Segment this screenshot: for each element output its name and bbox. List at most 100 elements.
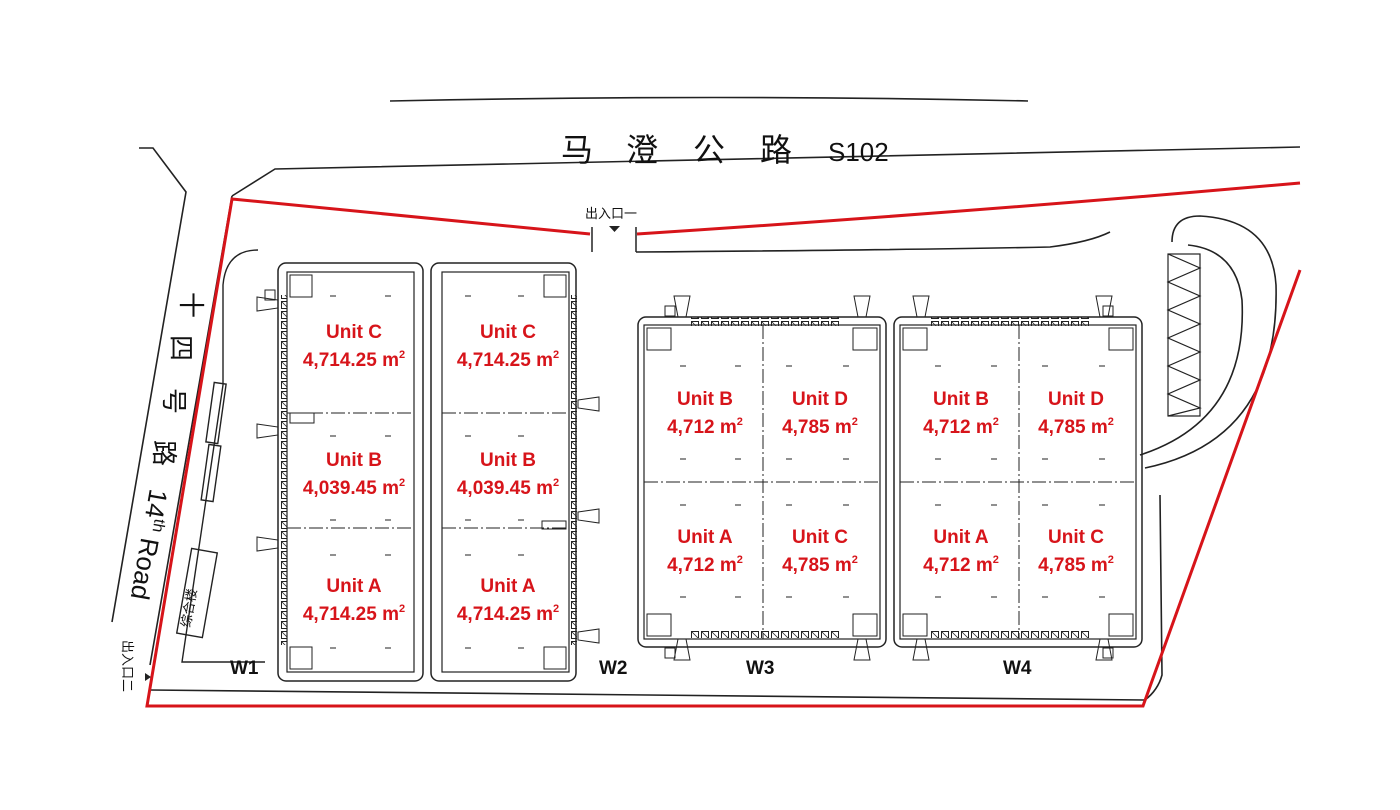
w1-loading-ramps xyxy=(256,289,279,552)
w3-dock-strip-bottom xyxy=(690,629,840,638)
w1-unit-c-name: Unit C xyxy=(326,322,382,343)
warehouse-w2 xyxy=(430,262,600,682)
area-value: 4,039.45 m xyxy=(457,478,553,499)
w3-unit-a-name: Unit A xyxy=(677,527,733,548)
area-value: 4,714.25 m xyxy=(457,350,553,371)
area-value: 4,785 m xyxy=(1038,555,1108,576)
area-value: 4,712 m xyxy=(667,417,737,438)
road-name-s102: 马 澄 公 路 S102 xyxy=(561,131,889,169)
w3-corner-stair xyxy=(646,613,672,637)
w2-loading-ramps xyxy=(577,396,600,644)
w3-unit-c-name: Unit C xyxy=(792,527,848,548)
w1-unit-a-name: Unit A xyxy=(326,576,382,597)
area-unit-superscript: 2 xyxy=(737,554,743,566)
w2-room xyxy=(541,520,567,530)
area-value: 4,714.25 m xyxy=(457,604,553,625)
warehouse-label-w1: W1 xyxy=(230,658,259,679)
w2-columns xyxy=(465,295,524,649)
warehouse-w1 xyxy=(256,262,424,682)
w4-unit-b-area: 4,712 m2 xyxy=(923,416,999,438)
w3-unit-d-area: 4,785 m2 xyxy=(782,416,858,438)
w3-unit-b-area: 4,712 m2 xyxy=(667,416,743,438)
office-building xyxy=(175,547,219,639)
road-s102-char-3: 公 xyxy=(693,131,725,169)
north-yard-edge xyxy=(635,231,1111,253)
area-value: 4,714.25 m xyxy=(303,604,399,625)
w1-unit-b-name: Unit B xyxy=(326,450,382,471)
area-unit-superscript: 2 xyxy=(993,416,999,428)
warehouse-w3 xyxy=(637,295,887,661)
west-yard-outline xyxy=(181,249,265,663)
w2-dock-strip xyxy=(569,295,577,645)
east-parking-block xyxy=(1167,253,1201,417)
area-unit-superscript: 2 xyxy=(737,416,743,428)
east-road-inner xyxy=(1139,244,1244,456)
w3-corner-stair xyxy=(852,327,878,351)
road-s102-char-2: 澄 xyxy=(626,131,658,169)
w3-corner-stair xyxy=(852,613,878,637)
warehouse-label-w3: W3 xyxy=(746,658,775,679)
w1-dock-strip xyxy=(279,295,287,645)
area-unit-superscript: 2 xyxy=(399,477,405,489)
w4-dock-strip-top xyxy=(930,317,1090,326)
w2-unit-a-area: 4,714.25 m2 xyxy=(457,603,559,625)
w1-columns xyxy=(330,295,391,649)
w4-unit-a-name: Unit A xyxy=(933,527,989,548)
gate-1-arrow-icon xyxy=(609,226,620,232)
area-value: 4,785 m xyxy=(1038,417,1108,438)
w1-corner-stair xyxy=(289,646,313,670)
road-14th-ordinal: th xyxy=(149,518,168,534)
w1-unit-b-area: 4,039.45 m2 xyxy=(303,477,405,499)
road-s102-north-edge xyxy=(389,96,1029,102)
w3-unit-a-area: 4,712 m2 xyxy=(667,554,743,576)
w3-unit-c-area: 4,785 m2 xyxy=(782,554,858,576)
site-boundary xyxy=(145,181,1302,708)
w1-unit-a-area: 4,714.25 m2 xyxy=(303,603,405,625)
east-loop-road xyxy=(1144,215,1277,469)
w4-corner-stair xyxy=(902,327,928,351)
west-yard xyxy=(175,249,265,663)
w4-corner-stair xyxy=(1108,613,1134,637)
w3-corner-stair xyxy=(646,327,672,351)
w1-corner-stair xyxy=(289,274,313,298)
warehouse-label-w2: W2 xyxy=(599,658,628,679)
road-s102-char-1: 马 xyxy=(561,131,593,169)
w4-unit-a-area: 4,712 m2 xyxy=(923,554,999,576)
w4-unit-d-area: 4,785 m2 xyxy=(1038,416,1114,438)
w2-unit-c-name: Unit C xyxy=(480,322,536,343)
w3-dock-strip-top xyxy=(690,317,840,326)
area-unit-superscript: 2 xyxy=(553,477,559,489)
gate-2: 出入口二 xyxy=(119,640,151,692)
w4-unit-c-name: Unit C xyxy=(1048,527,1104,548)
w2-unit-b-area: 4,039.45 m2 xyxy=(457,477,559,499)
w3-loading-ramps xyxy=(664,295,871,661)
road-14th-char-2: 四 xyxy=(165,335,195,361)
area-value: 4,712 m xyxy=(667,555,737,576)
area-unit-superscript: 2 xyxy=(852,554,858,566)
gate-2-arrow-icon xyxy=(145,673,151,681)
area-unit-superscript: 2 xyxy=(852,416,858,428)
w4-unit-b-name: Unit B xyxy=(933,389,989,410)
road-14th-number: 14 xyxy=(139,487,174,521)
area-value: 4,785 m xyxy=(782,555,852,576)
warehouse-w4 xyxy=(893,295,1143,661)
w2-unit-a-name: Unit A xyxy=(480,576,536,597)
gate-1: 出入口一 xyxy=(585,207,637,252)
area-unit-superscript: 2 xyxy=(1108,416,1114,428)
road-14th-outer-edge xyxy=(111,147,187,623)
area-unit-superscript: 2 xyxy=(399,349,405,361)
area-value: 4,039.45 m xyxy=(303,478,399,499)
area-unit-superscript: 2 xyxy=(553,349,559,361)
east-parking xyxy=(1166,253,1202,417)
west-parking xyxy=(200,381,227,503)
area-unit-superscript: 2 xyxy=(553,603,559,615)
boundary-west-north xyxy=(145,197,1302,708)
w4-unit-c-area: 4,785 m2 xyxy=(1038,554,1114,576)
area-unit-superscript: 2 xyxy=(399,603,405,615)
boundary-north-east xyxy=(636,181,1301,236)
road-14th-char-3: 号 xyxy=(158,388,188,414)
road-14th-english: 14th Road xyxy=(125,487,174,602)
w3-unit-b-name: Unit B xyxy=(677,389,733,410)
area-value: 4,712 m xyxy=(923,417,993,438)
